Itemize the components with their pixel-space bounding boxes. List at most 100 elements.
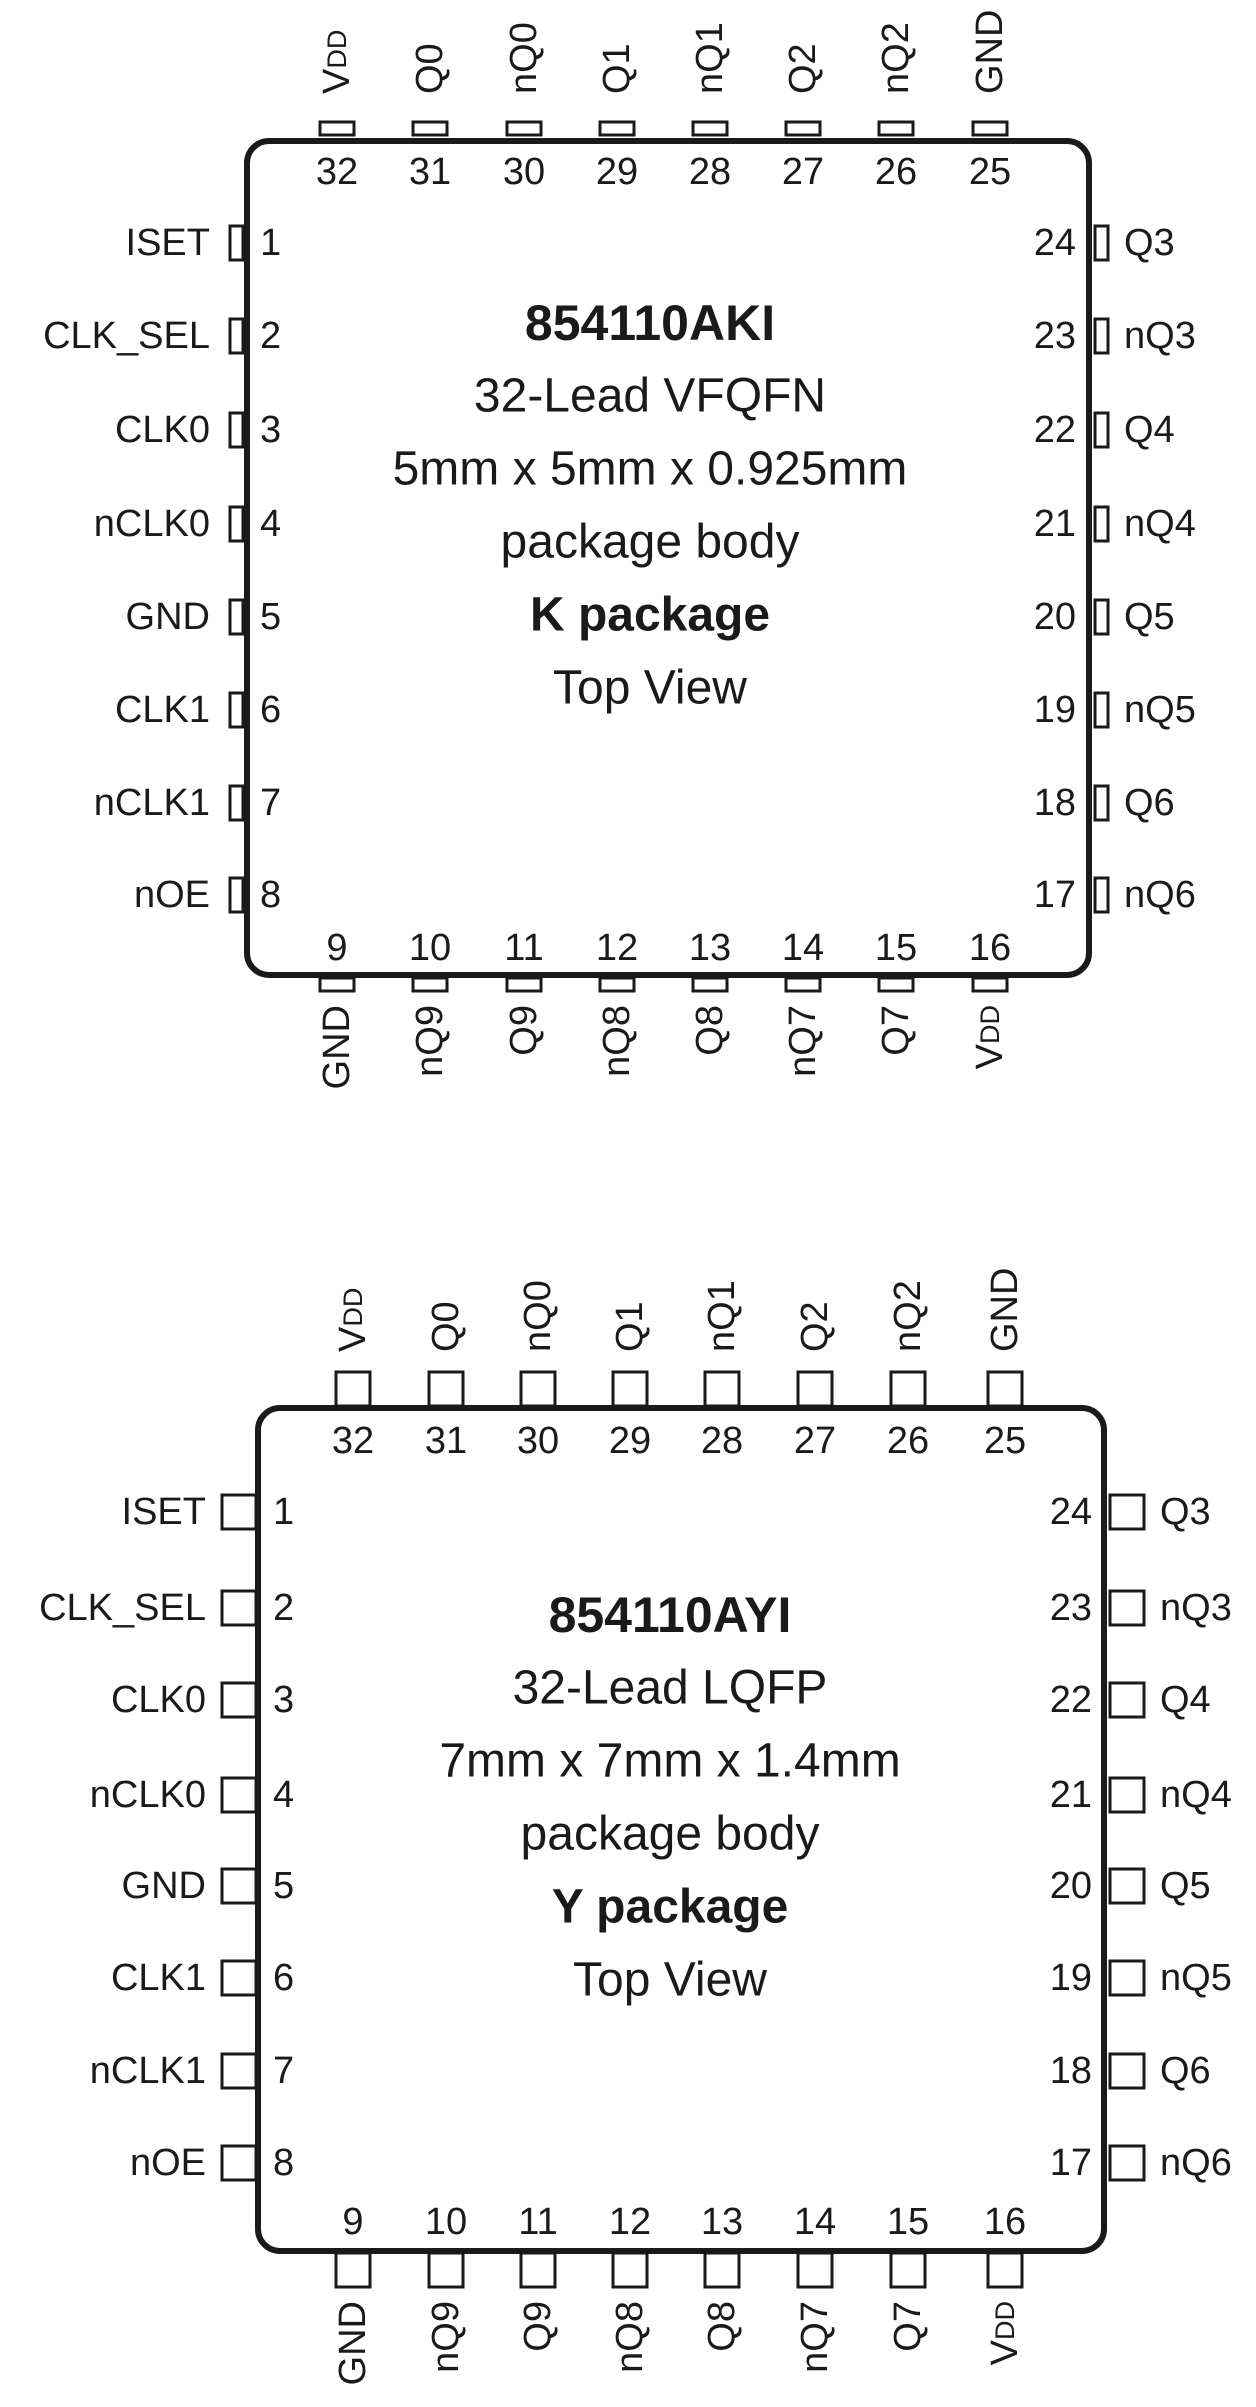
pin-5: GND 5 — [122, 1865, 295, 1907]
pin-name: nQ4 — [1124, 503, 1196, 545]
pin-name: Q0 — [409, 43, 451, 94]
pin-number: 8 — [260, 874, 281, 916]
pin-6: CLK1 6 — [111, 1957, 294, 1999]
pin-pad — [703, 2251, 741, 2289]
pin-number: 23 — [1034, 315, 1076, 357]
pin-pad — [889, 2251, 927, 2289]
pin-pad — [1093, 505, 1110, 543]
pin-name: nQ9 — [425, 2301, 467, 2373]
pin-name: CLK1 — [111, 1957, 206, 1999]
package-name: Y package — [552, 1881, 789, 1934]
pin-number: 16 — [984, 2201, 1026, 2243]
pin-number: 3 — [260, 409, 281, 451]
pin-name: nQ4 — [1160, 1774, 1232, 1816]
pin-name: nQ8 — [596, 1005, 638, 1077]
pin-name: Q8 — [689, 1005, 731, 1056]
pin-number: 24 — [1050, 1491, 1092, 1533]
pin-pad — [318, 120, 356, 137]
pin-pad — [986, 1370, 1024, 1408]
pin-pad — [1108, 2052, 1146, 2090]
pin-name: nQ2 — [875, 22, 917, 94]
pin-name: GND — [126, 596, 210, 638]
pin-number: 6 — [260, 689, 281, 731]
pin-name: nQ9 — [409, 1005, 451, 1077]
pin-13: Q8 13 — [689, 927, 731, 1056]
pin-pad — [1093, 317, 1110, 355]
pin-6: CLK1 6 — [115, 689, 281, 731]
package-dimensions: 7mm x 7mm x 1.4mm — [439, 1735, 900, 1788]
pin-name: Q7 — [887, 2301, 929, 2352]
pin-pad — [1108, 1681, 1146, 1719]
pin-number: 26 — [875, 151, 917, 193]
pin-number: 7 — [260, 782, 281, 824]
pin-number: 2 — [260, 315, 281, 357]
pin-name: Q3 — [1160, 1491, 1211, 1533]
pin-number: 6 — [273, 1957, 294, 1999]
package-name: K package — [530, 589, 770, 642]
pin-number: 10 — [425, 2201, 467, 2243]
pin-pad — [1093, 784, 1110, 822]
pin-name: GND — [122, 1865, 206, 1907]
pin-name: nQ5 — [1124, 689, 1196, 731]
pin-number: 1 — [260, 222, 281, 264]
pin-name: Q8 — [701, 2301, 743, 2352]
pin-pad — [1108, 1493, 1146, 1531]
pin-pad — [427, 2251, 465, 2289]
pin-pad — [220, 1681, 258, 1719]
pin-name: nQ1 — [689, 22, 731, 94]
pin-pad — [1108, 1959, 1146, 1997]
pin-number: 15 — [887, 2201, 929, 2243]
pin-name: CLK0 — [115, 409, 210, 451]
pin-number: 31 — [425, 1420, 467, 1462]
pin-name: Q3 — [1124, 222, 1175, 264]
pin-number: 12 — [609, 2201, 651, 2243]
pin-number: 17 — [1050, 2142, 1092, 2184]
pin-name: nQ0 — [517, 1280, 559, 1352]
pin-name: GND — [316, 1005, 358, 1089]
pin-number: 9 — [342, 2201, 363, 2243]
pin-name: Q9 — [503, 1005, 545, 1056]
pin-number: 28 — [701, 1420, 743, 1462]
pin-name: VDD — [316, 30, 358, 94]
pin-name: CLK_SEL — [43, 315, 210, 357]
pin-number: 5 — [273, 1865, 294, 1907]
pin-number: 8 — [273, 2142, 294, 2184]
pin-name: Q5 — [1124, 596, 1175, 638]
pin-name: Q6 — [1124, 782, 1175, 824]
pin-pad — [228, 784, 245, 822]
pin-pad — [228, 505, 245, 543]
pin-pad — [1093, 876, 1110, 914]
pin-pad — [1108, 1589, 1146, 1627]
pin-number: 22 — [1050, 1679, 1092, 1721]
pin-number: 27 — [782, 151, 824, 193]
pin-26: nQ2 26 — [875, 22, 917, 193]
pin-number: 13 — [689, 927, 731, 969]
pin-pad — [598, 120, 636, 137]
pin-name: CLK1 — [115, 689, 210, 731]
pin-number: 19 — [1034, 689, 1076, 731]
pin-pad — [220, 1867, 258, 1905]
pin-pad — [1093, 224, 1110, 262]
pin-pad — [220, 1493, 258, 1531]
pin-number: 19 — [1050, 1957, 1092, 1999]
pin-pad — [505, 976, 543, 993]
